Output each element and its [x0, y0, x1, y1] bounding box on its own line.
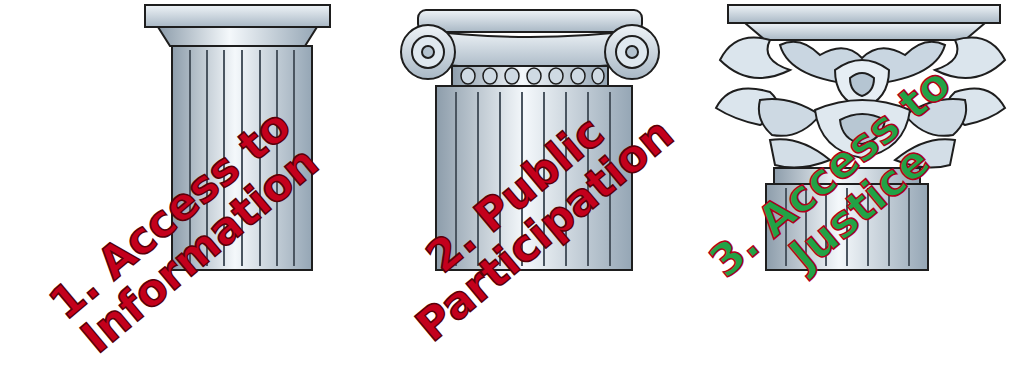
- pillar-label: 3. Access to Justice: [677, 39, 1012, 341]
- column-pillar: 1. Access to Information: [145, 5, 330, 270]
- pillar-label: 2. Public Participation: [362, 61, 697, 363]
- column-pillar: 3. Access to Justice: [712, 5, 1005, 270]
- column-pillar: 2. Public Participation: [400, 5, 660, 270]
- pillar-label: 1. Access to Information: [17, 81, 352, 380]
